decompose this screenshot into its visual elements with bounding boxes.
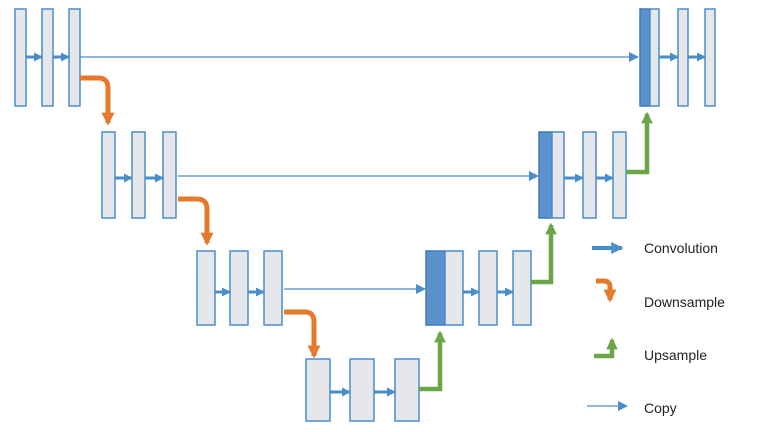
- feature-block: [582, 131, 597, 219]
- downsample-arrow: [284, 309, 321, 359]
- concat-block: [538, 131, 553, 219]
- feature-block: [677, 8, 689, 107]
- downsample-arrow: [80, 75, 115, 126]
- feature-block: [68, 8, 81, 107]
- legend: [587, 242, 628, 411]
- downsample-arrows: [80, 75, 321, 359]
- encoder-level-3: [196, 250, 283, 326]
- feature-block: [41, 8, 54, 107]
- feature-block: [551, 131, 565, 219]
- feature-block: [512, 250, 532, 326]
- decoder-level-1: [639, 8, 716, 107]
- decoder-level-2: [538, 131, 627, 219]
- concat-block: [639, 8, 651, 107]
- encoder-level-1: [14, 8, 81, 107]
- downsample-arrow: [178, 196, 214, 246]
- feature-block: [349, 358, 375, 422]
- feature-block: [131, 131, 146, 219]
- feature-block: [196, 250, 216, 326]
- decoder-level-3: [425, 250, 532, 326]
- bent-arrow-down-icon: [596, 278, 617, 303]
- feature-block: [229, 250, 249, 326]
- legend-downsample-label: Downsample: [644, 294, 725, 310]
- bottleneck-level-4: [305, 358, 420, 422]
- copy-connections: [80, 52, 639, 294]
- feature-block: [263, 250, 283, 326]
- feature-block: [704, 8, 716, 107]
- feature-block: [101, 131, 116, 219]
- legend-upsample-label: Upsample: [644, 347, 708, 363]
- feature-block: [444, 250, 464, 326]
- upsample-arrows: [419, 111, 653, 392]
- upsample-arrow: [626, 111, 653, 175]
- feature-block: [305, 358, 331, 422]
- legend-convolution-label: Convolution: [644, 240, 718, 256]
- concat-block: [425, 250, 446, 326]
- feature-block: [649, 8, 660, 107]
- encoder-level-2: [101, 131, 177, 219]
- bent-arrow-up-icon: [594, 337, 618, 359]
- upsample-arrow: [531, 222, 557, 285]
- feature-block: [394, 358, 420, 422]
- upsample-arrow: [419, 330, 446, 392]
- legend-copy-label: Copy: [644, 400, 677, 416]
- feature-block: [478, 250, 498, 326]
- feature-block: [162, 131, 177, 219]
- feature-block: [612, 131, 627, 219]
- feature-block: [14, 8, 27, 107]
